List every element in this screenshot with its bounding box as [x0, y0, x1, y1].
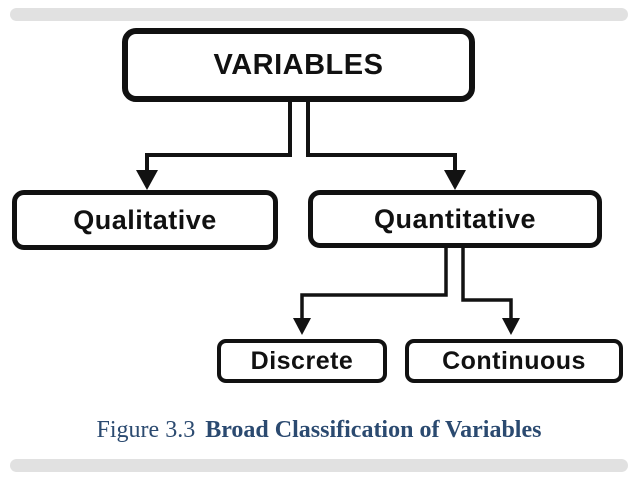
next-slide-edge: [10, 459, 628, 472]
node-qualitative-label: Qualitative: [73, 204, 217, 235]
connector-root-to-qualitative: [145, 100, 292, 172]
node-variables-label: VARIABLES: [213, 48, 384, 81]
node-continuous: Continuous: [405, 339, 623, 383]
node-variables: VARIABLES: [122, 28, 475, 102]
connector-root-to-quantitative: [306, 100, 457, 172]
node-qualitative: Qualitative: [12, 190, 278, 250]
node-continuous-label: Continuous: [442, 346, 586, 375]
connector-quantitative-to-discrete: [300, 246, 448, 320]
node-discrete-label: Discrete: [250, 346, 354, 375]
connector-quantitative-to-continuous: [461, 246, 513, 320]
previous-slide-edge: [10, 8, 628, 21]
figure-title: Broad Classification of Variables: [205, 417, 542, 443]
arrowhead-discrete: [293, 318, 311, 335]
figure-caption: Figure 3.3 Broad Classification of Variab…: [0, 417, 638, 444]
arrowhead-quantitative: [444, 170, 466, 190]
node-quantitative-label: Quantitative: [373, 203, 537, 234]
node-quantitative: Quantitative: [308, 190, 602, 248]
figure-number: Figure 3.3: [96, 417, 196, 443]
arrowhead-continuous: [502, 318, 520, 335]
node-discrete: Discrete: [217, 339, 387, 383]
arrowhead-qualitative: [136, 170, 158, 190]
